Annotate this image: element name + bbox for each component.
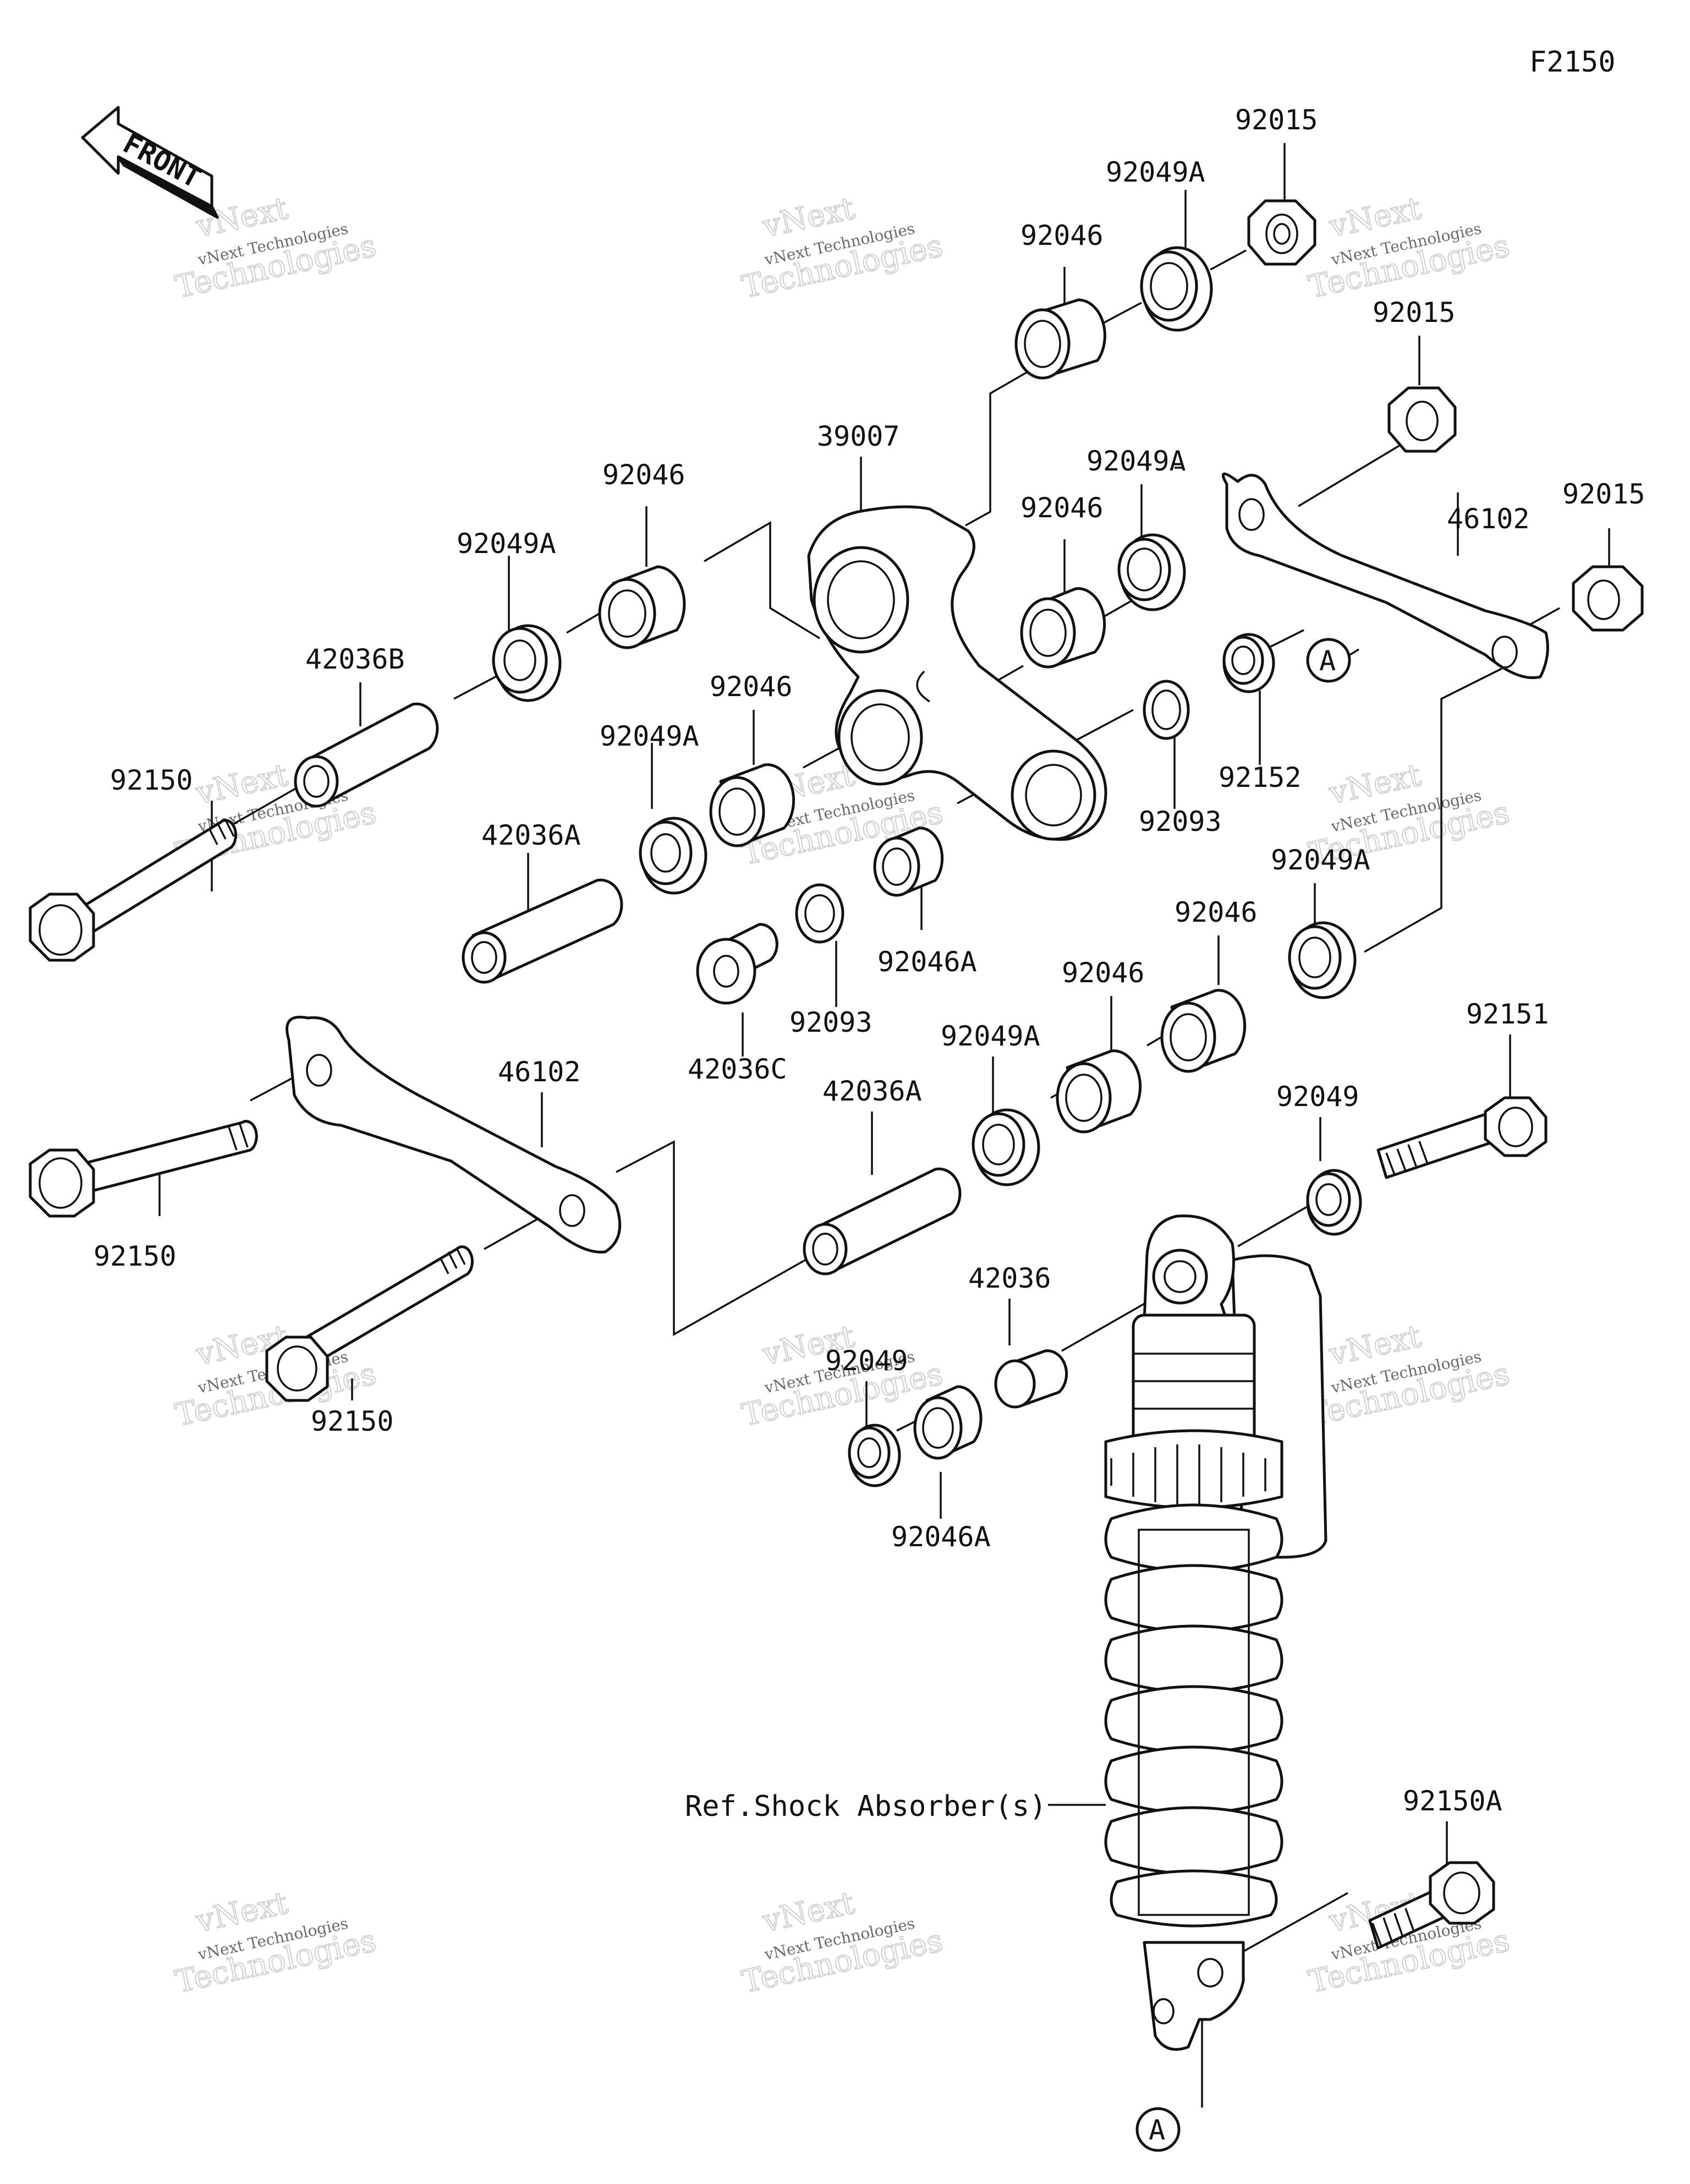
- watermark-bottom-center: vNext vNext Technologies Technologies: [738, 1885, 946, 2001]
- label-92150-top: 92150: [110, 764, 193, 796]
- label-42036B: 42036B: [305, 643, 405, 675]
- label-92015-mid: 92015: [1373, 297, 1456, 329]
- label-92015-right: 92015: [1562, 478, 1645, 510]
- watermark-top-center: vNext vNext Technologies Technologies: [738, 190, 946, 306]
- label-92046-mid-upper: 92046: [1020, 492, 1104, 524]
- callout-a-lower: A: [1135, 2107, 1181, 2152]
- label-42036: 42036: [968, 1262, 1051, 1294]
- part-92046-bearing-center-low: [1056, 1049, 1142, 1134]
- part-92046-bearing-mid-upper: [1020, 587, 1106, 669]
- part-92046-bearing-right-middle: [1160, 989, 1247, 1073]
- part-92046-bearing-upper-left: [598, 565, 686, 649]
- label-92049A-middle-left: 92049A: [600, 720, 699, 752]
- part-92150-bolt-top: [29, 819, 237, 962]
- callout-a-lower-letter: A: [1149, 2114, 1165, 2146]
- label-92049A-right-middle: 92049A: [1271, 844, 1370, 876]
- shock-spring: [1104, 1503, 1283, 1928]
- watermark-low-right: vNext vNext Technologies Technologies: [1305, 1318, 1513, 1434]
- part-92015-nut-right: [1572, 565, 1644, 632]
- label-92049A-low: 92049A: [941, 1020, 1040, 1052]
- label-92151: 92151: [1466, 998, 1549, 1030]
- label-39007: 39007: [817, 420, 900, 452]
- part-92046-bearing-middle: [709, 763, 795, 847]
- part-92150A-bolt: [1368, 1861, 1495, 1950]
- figure-code: F2150: [1529, 46, 1616, 79]
- label-92046A-center: 92046A: [877, 946, 977, 978]
- label-92150A: 92150A: [1403, 1785, 1502, 1817]
- part-92093-seal-right: [1143, 680, 1190, 740]
- callout-a-upper-letter: A: [1319, 645, 1336, 677]
- part-labels: 92015 92049A 92046 92015 39007 92049A 92…: [94, 104, 1645, 1823]
- label-92152: 92152: [1219, 762, 1302, 793]
- part-92150-bolt-left: [29, 1120, 258, 1218]
- label-92049A-top: 92049A: [1106, 156, 1205, 188]
- part-42036-collar: [994, 1349, 1068, 1409]
- part-46102-rod-right: [1221, 472, 1549, 680]
- label-92046-right-middle: 92046: [1175, 896, 1258, 928]
- label-46102-right: 46102: [1447, 503, 1530, 535]
- part-92049A-seal-mid-right: [1117, 533, 1186, 611]
- part-92015-nut-mid: [1387, 386, 1457, 453]
- label-92049A-upper-left: 92049A: [457, 528, 556, 560]
- label-92093-center: 92093: [789, 1006, 873, 1038]
- part-92049A-seal-middle-left: [639, 817, 707, 895]
- part-39007-rocker-arm: [807, 505, 1107, 841]
- label-92049-right: 92049: [1276, 1081, 1359, 1113]
- part-42036C-collar: [696, 923, 778, 1005]
- label-ref-shock-absorber: Ref.Shock Absorber(s): [685, 1790, 1046, 1823]
- part-46102-rod-left: [286, 1015, 622, 1254]
- part-92152-washer: [1222, 633, 1275, 693]
- label-42036A-low: 42036A: [822, 1075, 922, 1107]
- part-92049A-seal-top: [1140, 246, 1213, 332]
- label-92150-lower: 92150: [311, 1405, 394, 1437]
- watermark-top-right: vNext vNext Technologies Technologies: [1305, 190, 1513, 306]
- part-92049A-seal-upper-left: [492, 624, 562, 702]
- label-92046-upper-left: 92046: [602, 459, 685, 491]
- part-92093-seal-center: [795, 883, 844, 944]
- part-92046A-bearing-center: [873, 826, 944, 897]
- label-46102-left: 46102: [498, 1056, 581, 1088]
- part-shock-absorber: [1104, 1214, 1327, 2051]
- watermark-bottom-left: vNext vNext Technologies Technologies: [172, 1885, 380, 2001]
- label-92150-left: 92150: [94, 1240, 177, 1272]
- part-92049-seal-right: [1306, 1169, 1362, 1236]
- part-42036A-collar-low: [803, 1167, 962, 1276]
- label-92049A-mid-right: 92049A: [1087, 445, 1186, 477]
- part-42036B-collar: [294, 702, 439, 808]
- part-92049A-seal-right-middle: [1288, 921, 1357, 999]
- part-42036A-collar-top: [462, 878, 623, 984]
- part-92049-seal-lower: [848, 1424, 901, 1487]
- callout-a-upper: A: [1306, 638, 1351, 683]
- label-92046A-lower: 92046A: [891, 1521, 991, 1553]
- part-92046-bearing-top: [1014, 298, 1106, 380]
- part-92015-nut-top: [1247, 199, 1316, 266]
- front-arrow-icon: FRONT: [81, 106, 219, 219]
- label-92093-right: 92093: [1139, 806, 1222, 838]
- part-92151-bolt: [1376, 1096, 1548, 1179]
- part-92049A-seal-low: [972, 1108, 1040, 1186]
- label-92015-top: 92015: [1235, 104, 1318, 136]
- label-42036A-top: 42036A: [481, 819, 581, 851]
- label-92046-top: 92046: [1020, 220, 1104, 251]
- label-42036C: 42036C: [688, 1053, 787, 1085]
- label-92046-middle: 92046: [710, 671, 793, 703]
- part-92150-bolt-lower: [265, 1245, 474, 1402]
- label-92049-lower: 92049: [825, 1345, 908, 1377]
- part-92046A-bearing-lower: [913, 1385, 983, 1460]
- label-92046-center-low: 92046: [1062, 957, 1145, 989]
